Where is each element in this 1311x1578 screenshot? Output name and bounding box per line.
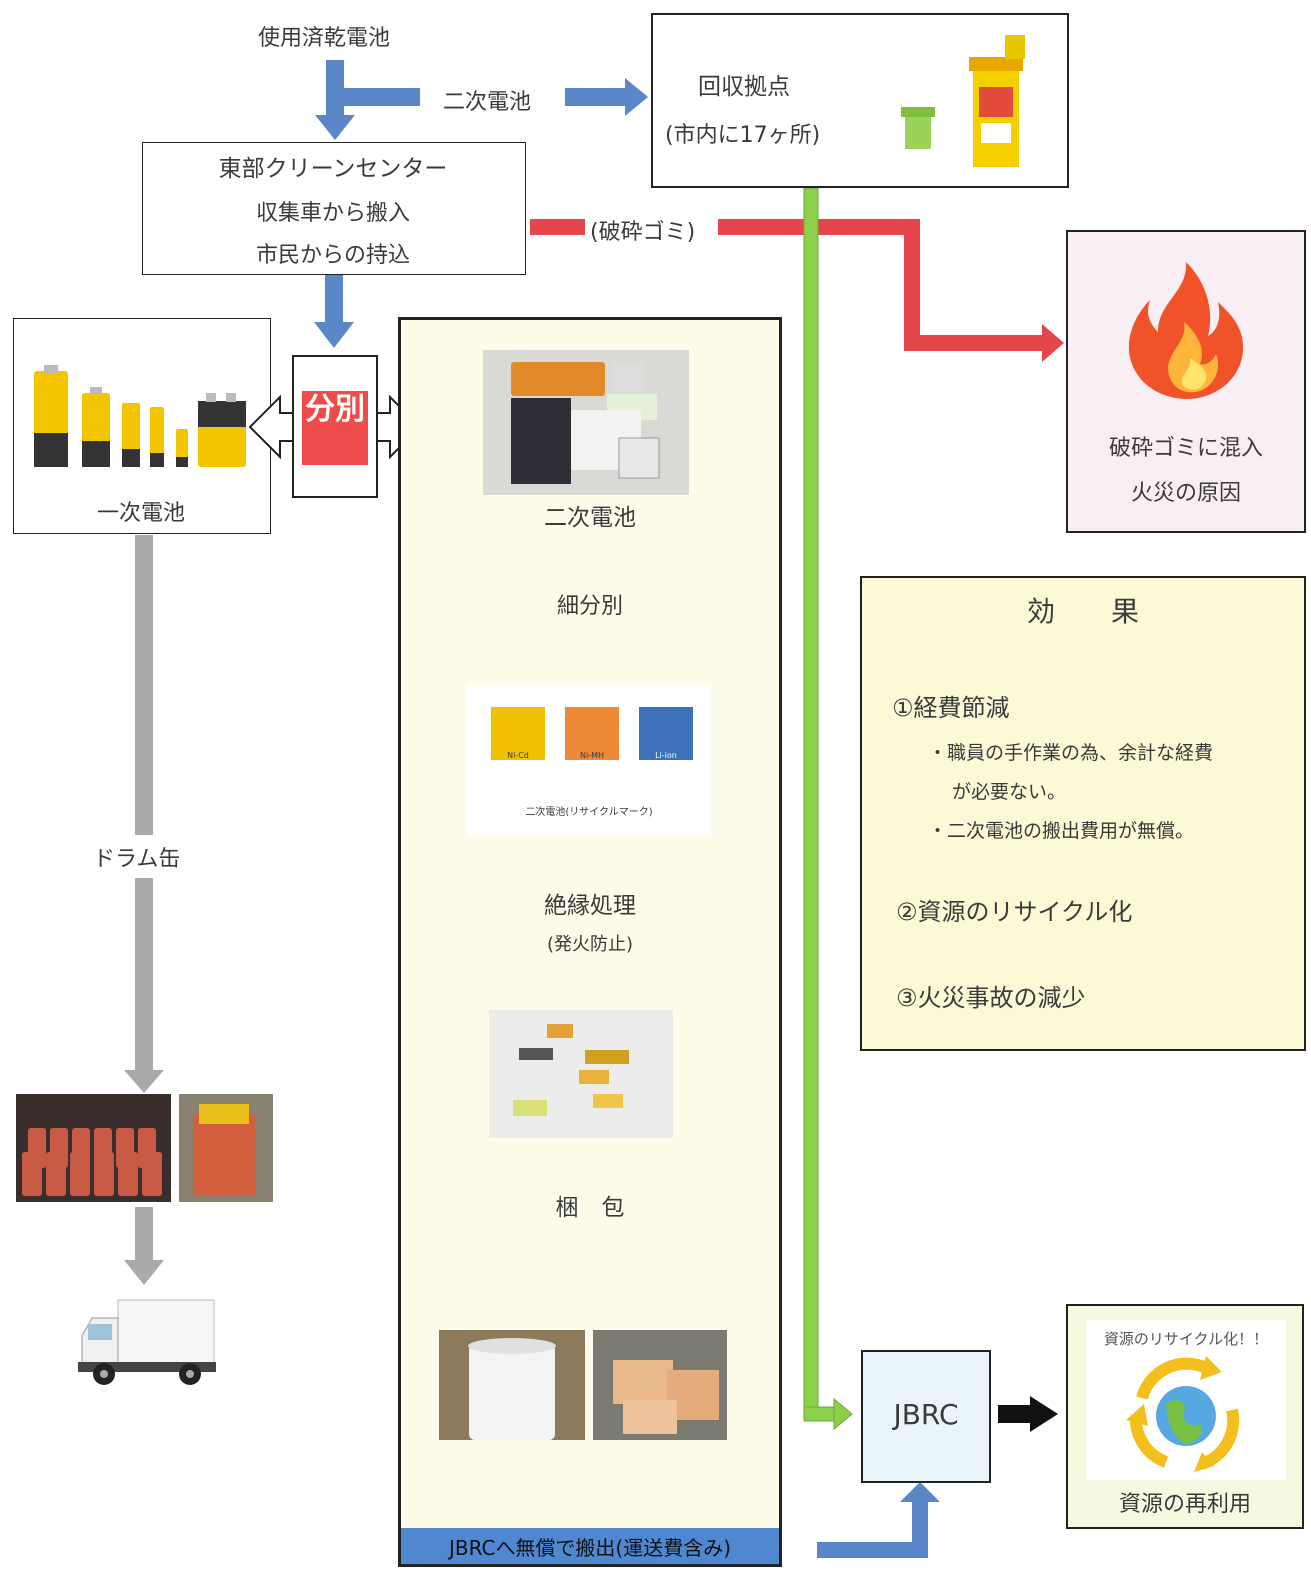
effects-box: 効 果 ①経費節減 ・職員の手作業の為、余計な経費 が必要ない。 ・二次電池の搬… [860, 576, 1306, 1051]
step-packing: 梱 包 [555, 1195, 625, 1221]
truck-icon [78, 1299, 216, 1385]
effects-item2: ②資源のリサイクル化 [896, 898, 1133, 926]
secondary-footer-banner [401, 1528, 779, 1564]
packing-bucket-photo [439, 1330, 585, 1440]
arrow-jbrc-to-reuse [998, 1396, 1058, 1432]
globe-recycle-icon [1126, 1356, 1240, 1472]
secondary-branch-label: 二次電池 [443, 90, 532, 115]
reuse-bottom-label: 資源の再利用 [1118, 1492, 1251, 1517]
arrow-down-to-center [315, 60, 355, 140]
recycle-mark-ni-mh: Ni-MH [565, 707, 619, 763]
effects-item1-bullet1b: が必要ない。 [952, 781, 1067, 803]
secondary-title: 二次電池 [544, 505, 636, 531]
arrow-center-to-sort [314, 275, 354, 348]
battery-icon [34, 365, 246, 467]
collection-point-subtitle: (市内に17ヶ所) [665, 123, 821, 148]
recycle-marks-panel: Ni-Cd Ni-MH Li-ion 二次電池(リサイクルマーク) [467, 685, 711, 835]
fire-box: 破砕ゴミに混入 火災の原因 [1066, 230, 1306, 533]
effects-item1-bullet1a: ・職員の手作業の為、余計な経費 [928, 742, 1214, 764]
used-batteries-label: 使用済乾電池 [258, 26, 391, 51]
arrow-to-collection [344, 78, 648, 116]
step-fine-sort: 細分別 [556, 594, 623, 619]
insulated-batteries-photo [489, 1010, 673, 1138]
clean-center-name: 東部クリーンセンター [218, 156, 448, 182]
recycle-mark-ni-cd: Ni-Cd [491, 707, 545, 763]
recycle-mark-li-ion: Li-ion [639, 707, 693, 763]
effects-item3: ③火災事故の減少 [896, 984, 1086, 1012]
drum-label: ドラム缶 [93, 847, 181, 872]
jbrc-label: JBRC [893, 1398, 959, 1431]
collection-box-icon [901, 35, 1025, 167]
step-insulation: 絶縁処理 [544, 893, 636, 919]
effects-item1: ①経費節減 [892, 694, 1010, 722]
collection-point-title: 回収拠点 [698, 74, 790, 100]
primary-battery-box: 一次電池 [13, 318, 271, 534]
fire-line2: 火災の原因 [1130, 481, 1241, 506]
effects-title: 効 果 [1026, 595, 1139, 628]
sort-label: 分別 [305, 392, 365, 427]
secondary-processing-box: 二次電池 細分別 Ni-Cd Ni-MH Li-ion 二次電池(リサイクルマー… [398, 317, 782, 1567]
clean-center-line2: 収集車から搬入 [255, 201, 410, 226]
reuse-box: 資源のリサイクル化！！ 資源の再利用 [1066, 1304, 1304, 1529]
line-collection-to-jbrc [803, 187, 853, 1431]
packing-boxes-photo [593, 1330, 727, 1440]
recycle-caption: 二次電池(リサイクルマーク) [525, 807, 653, 818]
drum-cans-photo [16, 1094, 171, 1202]
primary-battery-label: 一次電池 [96, 501, 185, 526]
arrow-crushed-to-fire [530, 219, 1064, 362]
jbrc-box: JBRC [861, 1350, 991, 1483]
arrow-primary-down [124, 535, 164, 1285]
secondary-batteries-photo [483, 350, 689, 495]
drum-can-closeup-photo [179, 1094, 273, 1202]
reuse-top-label: 資源のリサイクル化！！ [1103, 1330, 1269, 1348]
collection-point-box: 回収拠点 (市内に17ヶ所) [651, 13, 1069, 188]
fire-icon [1128, 262, 1244, 399]
effects-item1-bullet2: ・二次電池の搬出費用が無償。 [928, 820, 1195, 842]
clean-center-box: 東部クリーンセンター 収集車から搬入 市民からの持込 [142, 142, 526, 275]
sort-box: 分別 [292, 355, 378, 498]
fire-line1: 破砕ゴミに混入 [1108, 436, 1263, 461]
crushed-waste-label: (破砕ゴミ) [590, 220, 696, 245]
arrow-footer-to-jbrc [817, 1482, 940, 1558]
clean-center-line3: 市民からの持込 [255, 243, 410, 268]
secondary-footer-text: JBRCへ無償で搬出(運送費含み) [448, 1536, 732, 1560]
step-insulation-note: (発火防止) [546, 934, 634, 955]
